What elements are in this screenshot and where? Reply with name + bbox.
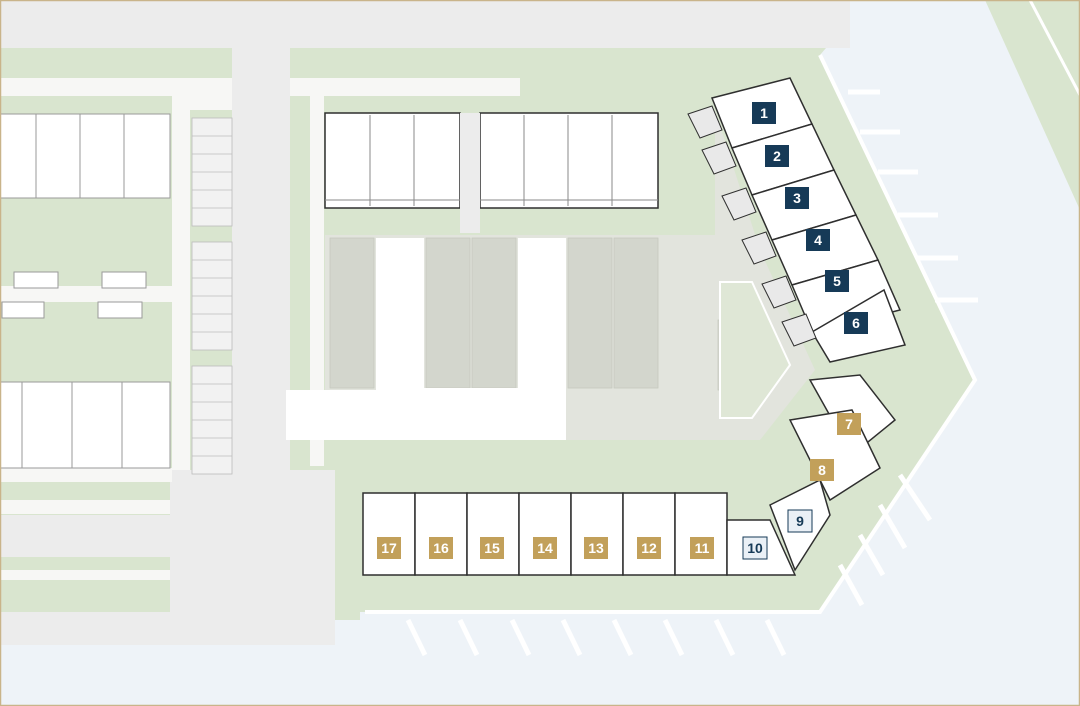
unit-badge-box (742, 536, 768, 560)
unit-badge-box (480, 537, 504, 559)
parking-lines (192, 135, 232, 457)
north-building-passage (460, 113, 480, 233)
unit-badge-2[interactable]: 2 (765, 145, 789, 167)
unit-badge-box (825, 270, 849, 292)
unit-number: 9 (796, 513, 804, 529)
unit-badge-3[interactable]: 3 (785, 187, 809, 209)
unit-number: 17 (381, 540, 397, 556)
roads (0, 0, 850, 645)
unit-badge-box (844, 312, 868, 334)
unit-badge-16[interactable]: 16 (429, 537, 453, 559)
unit-badge-box (765, 145, 789, 167)
quay-edge (365, 54, 978, 614)
unit-number: 8 (818, 462, 826, 478)
unit-badge-box (810, 459, 834, 481)
unit-badge-box (429, 537, 453, 559)
unit-badge-box (787, 509, 813, 533)
unit-badge-10[interactable]: 10 (742, 536, 768, 560)
east-row-porches (687, 105, 817, 347)
unit-badge-17[interactable]: 17 (377, 537, 401, 559)
north-building-dividers (325, 115, 658, 206)
unit-badge-box (837, 413, 861, 435)
unit-badge-12[interactable]: 12 (637, 537, 661, 559)
unit-number: 6 (852, 315, 860, 331)
footpaths (0, 78, 520, 580)
unit-number: 2 (773, 148, 781, 164)
unit-badge-6[interactable]: 6 (844, 312, 868, 334)
unit-number: 1 (760, 105, 768, 121)
unit-badge-box (533, 537, 557, 559)
unit-number: 5 (833, 273, 841, 289)
south-row-houses (362, 492, 797, 576)
north-building-block (324, 112, 659, 209)
neighbouring-buildings (0, 113, 171, 469)
unit-number: 14 (537, 540, 553, 556)
unit-number: 11 (695, 540, 710, 556)
unit-number: 3 (793, 190, 801, 206)
unit-number: 10 (747, 540, 763, 556)
unit-badge-box (785, 187, 809, 209)
unit-badge-14[interactable]: 14 (533, 537, 557, 559)
unit-number: 16 (433, 540, 449, 556)
unit-number: 12 (641, 540, 657, 556)
jetties (405, 89, 978, 657)
unit-badge-box (806, 229, 830, 251)
unit-badge-box (377, 537, 401, 559)
garden-island (719, 281, 792, 419)
unit-badge-9[interactable]: 9 (787, 509, 813, 533)
unit-number: 4 (814, 232, 822, 248)
neighbouring-building-dividers (21, 114, 125, 468)
unit-badge-13[interactable]: 13 (584, 537, 608, 559)
unit-badge-4[interactable]: 4 (806, 229, 830, 251)
unit-badge-box (752, 102, 776, 124)
unit-badge-1[interactable]: 1 (752, 102, 776, 124)
river-bank-line (1028, 0, 1080, 96)
unit-badge-11[interactable]: 11 (690, 537, 714, 559)
unit-number: 13 (588, 540, 604, 556)
unit-number: 15 (484, 540, 500, 556)
unit-badge-box (637, 537, 661, 559)
unit-badge-box (584, 537, 608, 559)
unit-number: 7 (845, 416, 853, 432)
unit-badge-5[interactable]: 5 (825, 270, 849, 292)
central-plaza (286, 238, 566, 440)
unit-badge-box (690, 537, 714, 559)
unit-badge-7[interactable]: 7 (837, 413, 861, 435)
unit-badge-8[interactable]: 8 (810, 459, 834, 481)
unit-badge-15[interactable]: 15 (480, 537, 504, 559)
